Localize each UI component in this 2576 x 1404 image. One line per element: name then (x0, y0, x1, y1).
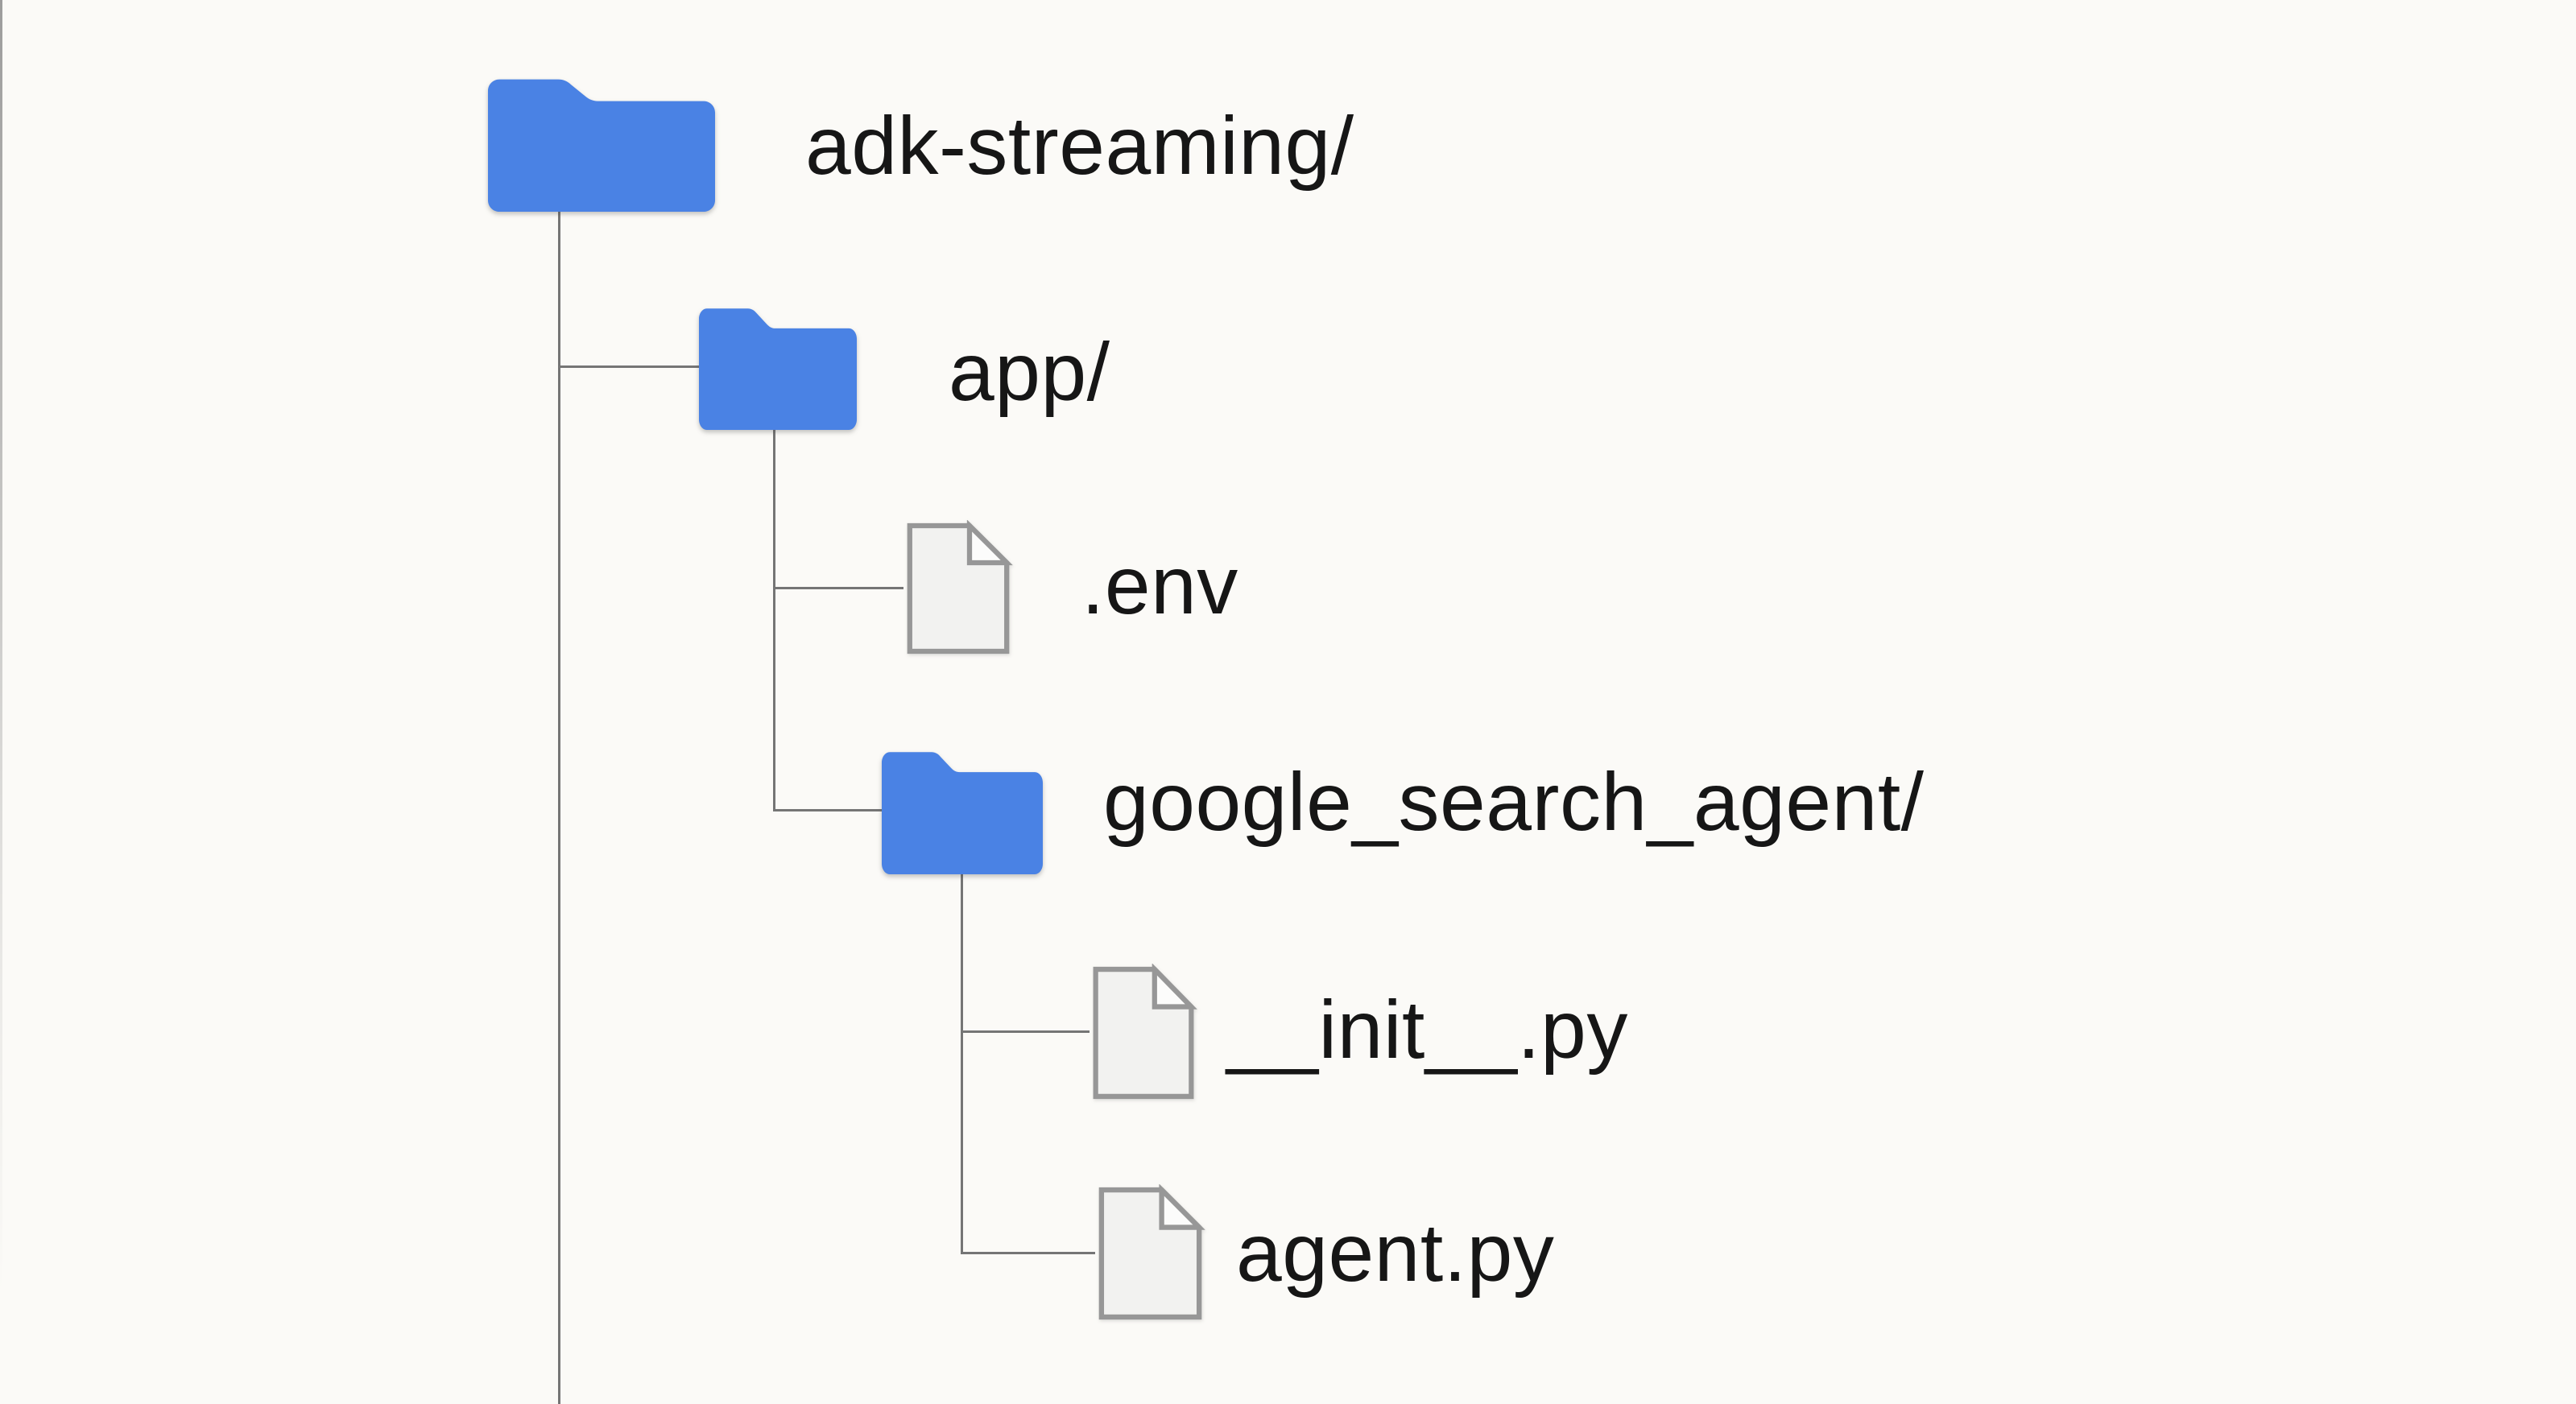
tree-line-vertical-google-search-agent (961, 873, 963, 1254)
file-icon (1098, 1184, 1205, 1320)
folder-icon (699, 308, 857, 430)
tree-line-horizontal-agent-py (961, 1252, 1095, 1254)
tree-line-horizontal-init-py (961, 1030, 1090, 1033)
tree-node-label-app: app/ (949, 326, 1110, 418)
tree-line-horizontal-app (558, 365, 699, 368)
file-icon (907, 520, 1013, 655)
folder-icon (488, 79, 715, 212)
tree-node-label-google-search-agent: google_search_agent/ (1103, 756, 1925, 848)
file-icon (1093, 964, 1197, 1100)
tree-line-horizontal-google-search-agent (773, 809, 883, 811)
left-edge-border (0, 0, 2, 1404)
tree-line-horizontal-env (773, 587, 903, 589)
tree-node-label-agent-py: agent.py (1236, 1207, 1555, 1299)
tree-line-vertical-app (773, 429, 775, 811)
tree-node-label-env: .env (1081, 539, 1238, 631)
tree-node-label-init-py: __init__.py (1226, 984, 1628, 1076)
tree-node-label-adk-streaming: adk-streaming/ (805, 100, 1354, 192)
folder-icon (882, 752, 1043, 874)
tree-line-vertical-root (558, 212, 560, 1404)
